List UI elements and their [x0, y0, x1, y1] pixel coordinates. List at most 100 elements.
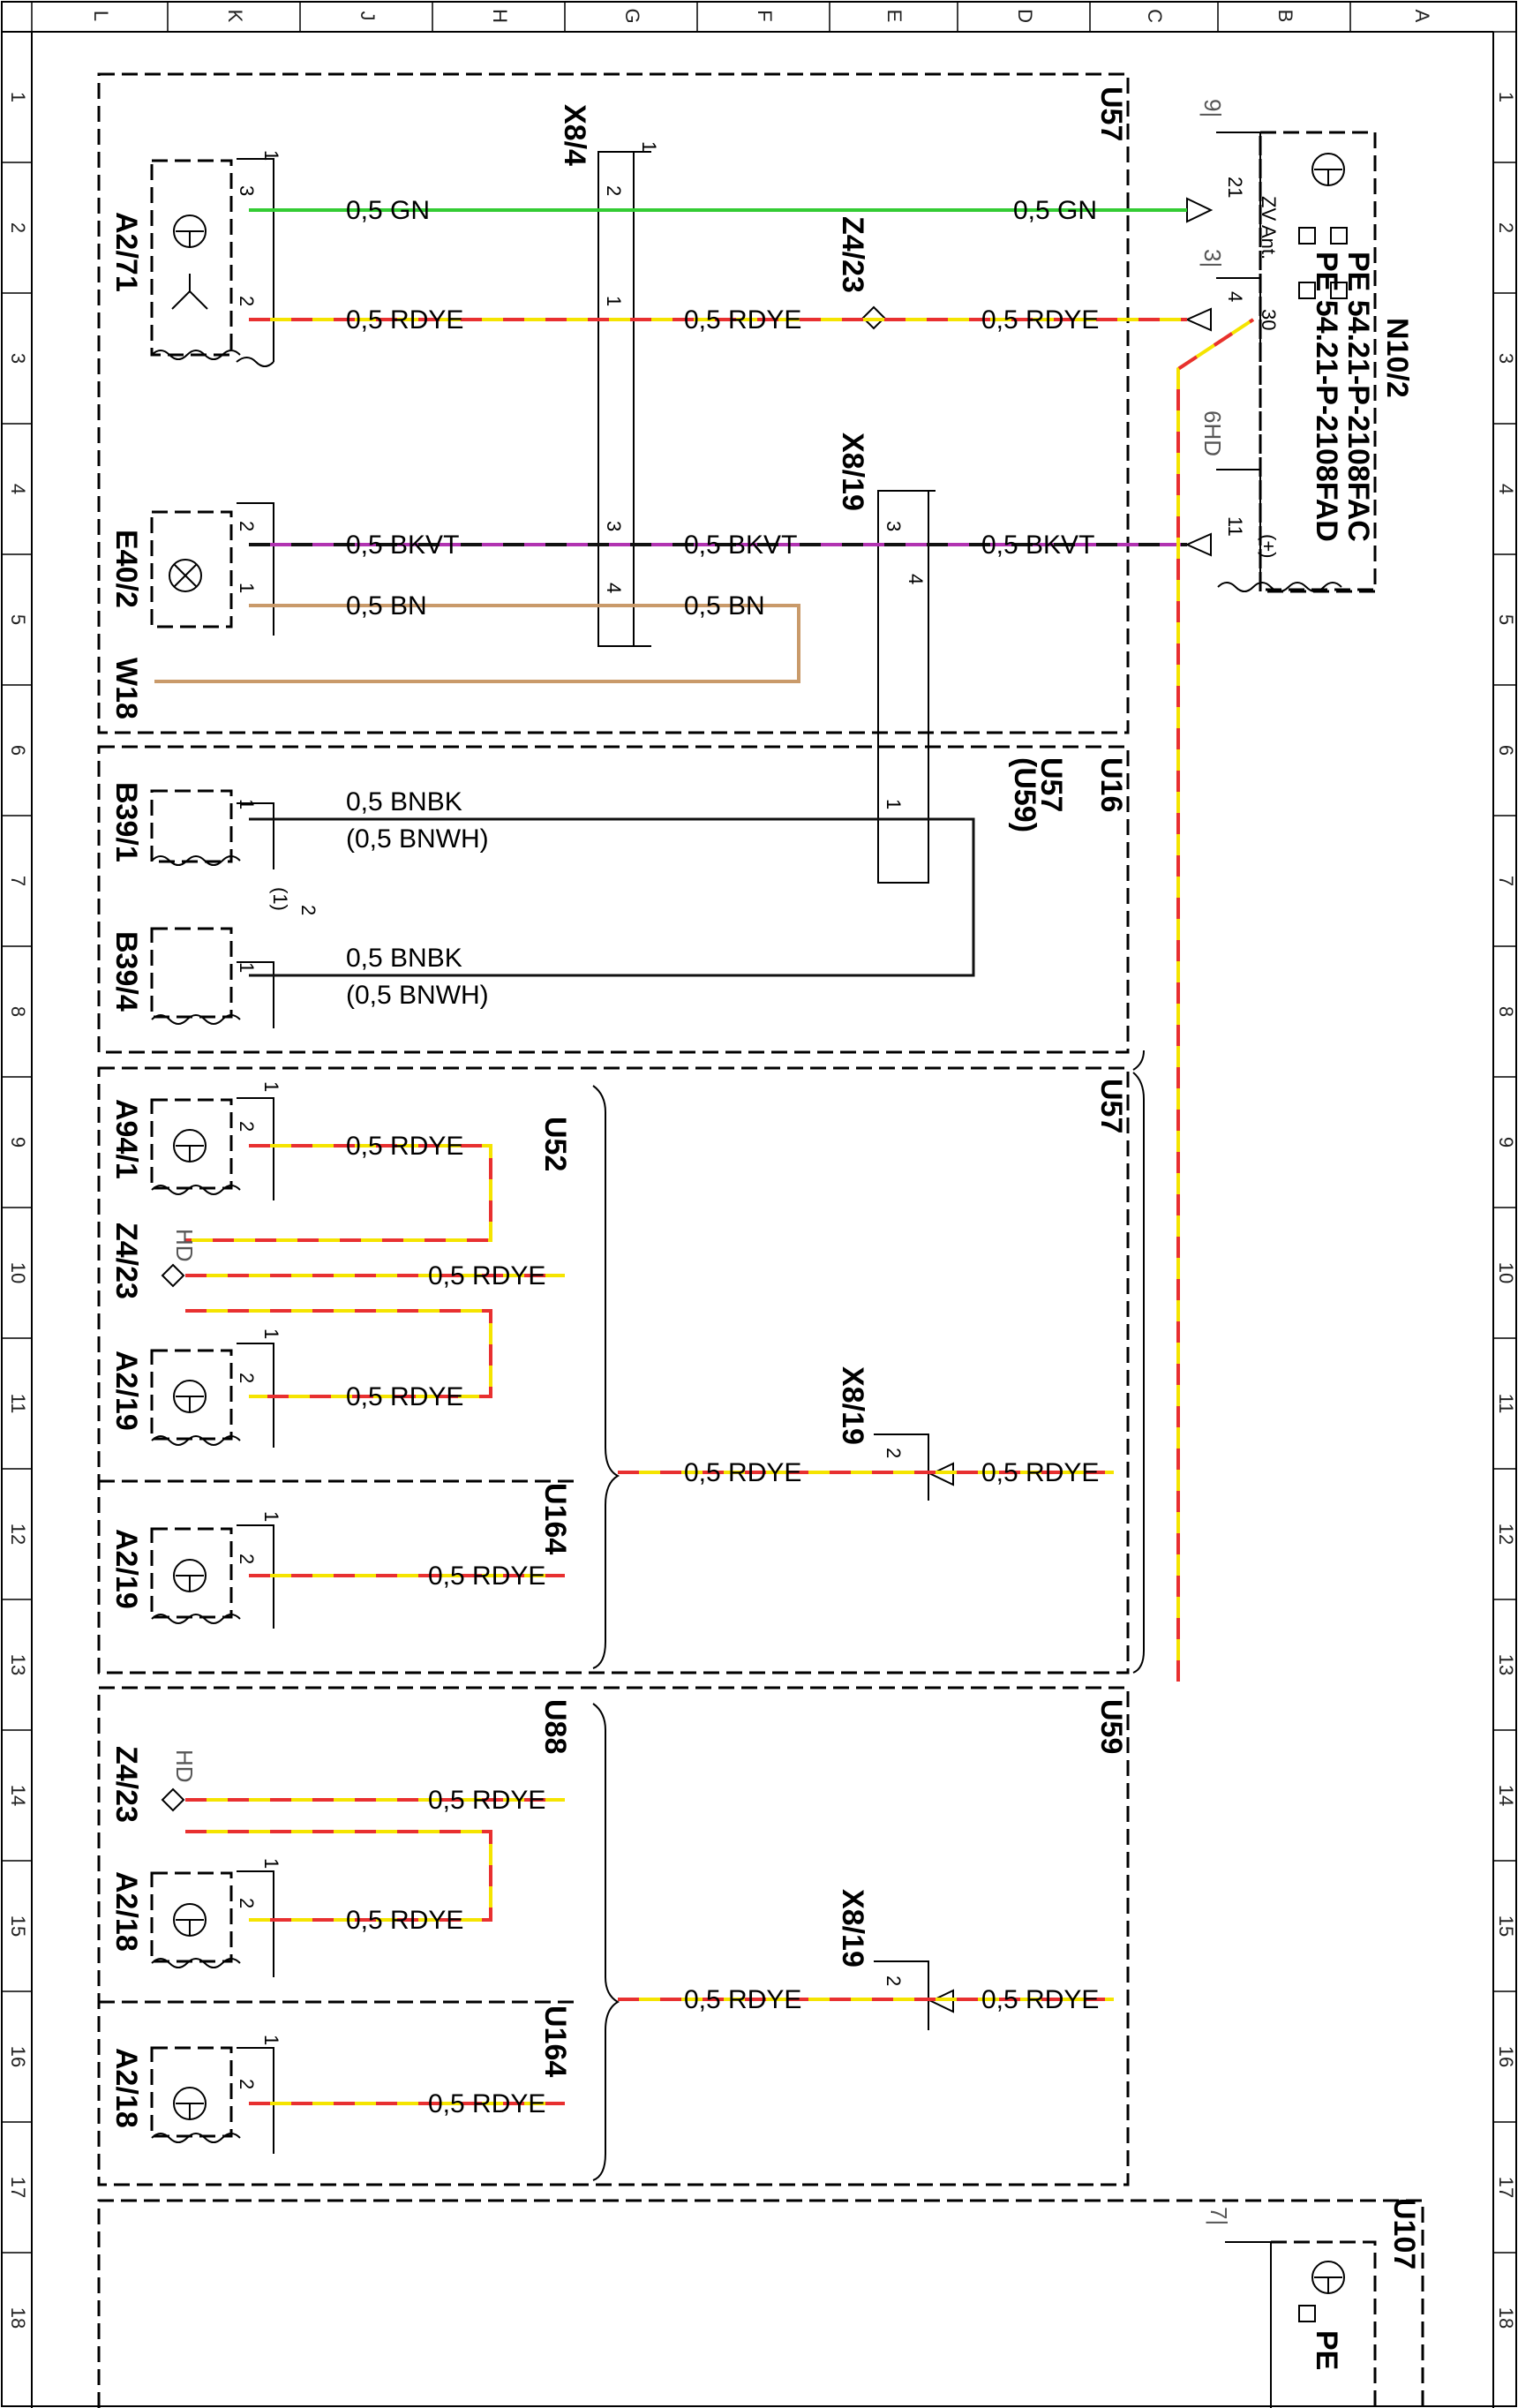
pin-zv-ant: ZV Ant.: [1258, 196, 1280, 260]
group-label-u57: U57: [1034, 757, 1068, 812]
pe-reference: PE: [1310, 2330, 1343, 2370]
pin-number: 2: [603, 185, 625, 196]
col-letter: B: [1274, 10, 1296, 23]
group-label-u52: U52: [538, 1117, 572, 1171]
row-number: 5: [7, 614, 29, 625]
component-z4-23: Z4/23: [109, 1223, 143, 1299]
row-number: 3: [1495, 353, 1517, 364]
row-number: 13: [7, 1654, 29, 1675]
speaker-icon: [173, 1559, 207, 1592]
wire-label-rdye: 0,5 RDYE: [684, 305, 801, 335]
pin-number: 2: [236, 521, 258, 531]
group-label-u59-paren: (U59): [1008, 757, 1041, 832]
pin-number: 3: [603, 521, 625, 531]
row-number: 7: [7, 876, 29, 886]
row-number: 8: [7, 1006, 29, 1017]
col-letter: H: [489, 9, 511, 23]
col-letter: A: [1411, 10, 1433, 23]
row-number: 9: [1495, 1137, 1517, 1148]
row-number: 2: [1495, 222, 1517, 233]
ground-ref: 9|: [1199, 99, 1226, 117]
pin-number: 1: [260, 150, 282, 161]
row-number: 10: [7, 1262, 29, 1283]
pin-number: 2: [236, 2079, 258, 2089]
wire-label-rdye: 0,5 RDYE: [346, 305, 463, 335]
row-number: 11: [7, 1394, 29, 1414]
pin-number: 1: [236, 799, 258, 809]
pin-number: 1: [236, 962, 258, 973]
row-number: 2: [7, 222, 29, 233]
row-number: 12: [7, 1524, 29, 1545]
wire-label-bn: 0,5 BN: [346, 591, 427, 621]
pin-number: 2: [883, 1448, 905, 1458]
wire-label-bnwh: (0,5 BNWH): [346, 824, 489, 854]
row-number: 8: [1495, 1006, 1517, 1017]
wire-label-bkvt: 0,5 BKVT: [684, 531, 797, 560]
row-number: 5: [1495, 614, 1517, 625]
wire-label-rdye: 0,5 RDYE: [981, 1458, 1099, 1487]
group-label-u59: U59: [1094, 1699, 1128, 1754]
speaker-icon: [173, 2087, 207, 2120]
row-number: 15: [1495, 1915, 1517, 1937]
wire-label-rdye: 0,5 RDYE: [428, 1786, 545, 1815]
group-label-u164: U164: [538, 2005, 572, 2077]
splice-hd: HD: [171, 1750, 198, 1783]
wire-label-bkvt: 0,5 BKVT: [981, 531, 1094, 560]
pin-number: 2: [236, 296, 258, 306]
row-number: 11: [1495, 1394, 1517, 1414]
pin-number: 2: [236, 1554, 258, 1564]
row-number: 4: [1495, 484, 1517, 494]
component-e40-2: E40/2: [109, 530, 143, 608]
document-pointer-icons: [1298, 227, 1348, 2322]
pin-number: 4: [1224, 291, 1246, 302]
component-a2-19: A2/19: [109, 1529, 143, 1609]
component-a94-1: A94/1: [109, 1099, 143, 1179]
row-number: 9: [7, 1137, 29, 1148]
row-number: 17: [1495, 2177, 1517, 2198]
group-label-u107: U107: [1387, 2198, 1421, 2269]
connector-bars: [236, 132, 1272, 2408]
group-boxes: [97, 72, 1424, 2408]
row-number: 18: [7, 2307, 29, 2329]
lamp-icon: [169, 559, 202, 592]
wire-label-rdye: 0,5 RDYE: [981, 1985, 1099, 2014]
col-letter: L: [90, 11, 112, 21]
col-letter: F: [754, 10, 776, 21]
group-label-u164: U164: [538, 1483, 572, 1554]
component-n10-2: N10/2: [1380, 318, 1414, 398]
antenna-icon: [171, 274, 208, 310]
splice-hd: HD: [171, 1229, 198, 1262]
pin-number: 11: [1224, 516, 1246, 537]
wire-label-rdye: 0,5 RDYE: [346, 1132, 463, 1161]
pe-reference-fac: PE 54.21-P-2108FAC: [1341, 252, 1375, 542]
wire-label-rdye: 0,5 RDYE: [684, 1458, 801, 1487]
wire-label-bkvt: 0,5 BKVT: [346, 531, 459, 560]
wires: [154, 208, 1255, 2105]
pin-number: 4: [603, 583, 625, 593]
speaker-icon: [173, 214, 207, 248]
pin-number: 1: [260, 1081, 282, 1092]
pe-reference-fad: PE 54.21-P-2108FAD: [1310, 252, 1343, 542]
col-letter: K: [224, 10, 246, 23]
column-ruler: L K J H G F E D C B A: [31, 2, 1433, 32]
group-label-u88: U88: [538, 1699, 572, 1754]
col-letter: C: [1144, 9, 1166, 23]
row-number: 1: [7, 92, 29, 102]
row-number: 16: [1495, 2046, 1517, 2067]
pin-number: 1: [603, 296, 625, 306]
wire-label-rdye: 0,5 RDYE: [346, 1382, 463, 1411]
wire-label-bn: 0,5 BN: [684, 591, 765, 621]
component-a2-18: A2/18: [109, 2048, 143, 2128]
pin-number: 2: [883, 1975, 905, 1986]
col-letter: G: [621, 8, 643, 23]
row-number: 12: [1495, 1524, 1517, 1545]
pin-number: 3: [883, 521, 905, 531]
group-label-u57: U57: [1094, 87, 1128, 141]
pin-plus: (+): [1258, 534, 1280, 559]
component-x8-19: X8/19: [836, 1366, 869, 1445]
row-number: 14: [1495, 1785, 1517, 1806]
speaker-icon: [1311, 153, 1345, 186]
pin-number: 4: [905, 574, 927, 584]
wire-label-rdye: 0,5 RDYE: [428, 2089, 545, 2118]
